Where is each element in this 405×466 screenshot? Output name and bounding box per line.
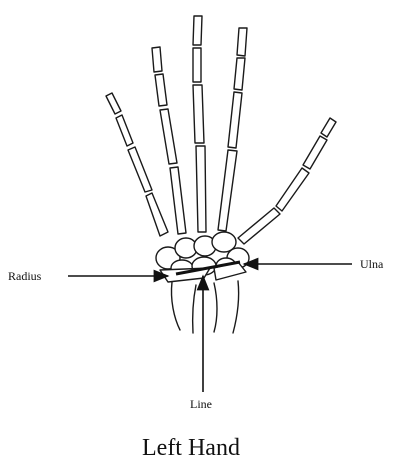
metacarpals bbox=[146, 146, 280, 244]
finger-ring bbox=[152, 47, 177, 164]
caption: Left Hand bbox=[142, 435, 240, 461]
forearm-outline bbox=[171, 281, 238, 333]
finger-index bbox=[228, 28, 247, 148]
line-label: Line bbox=[190, 397, 212, 411]
ulna-label: Ulna bbox=[360, 257, 384, 271]
finger-thumb bbox=[276, 118, 336, 211]
finger-little bbox=[106, 93, 152, 192]
radius-label: Radius bbox=[8, 269, 42, 283]
finger-middle bbox=[193, 16, 204, 143]
